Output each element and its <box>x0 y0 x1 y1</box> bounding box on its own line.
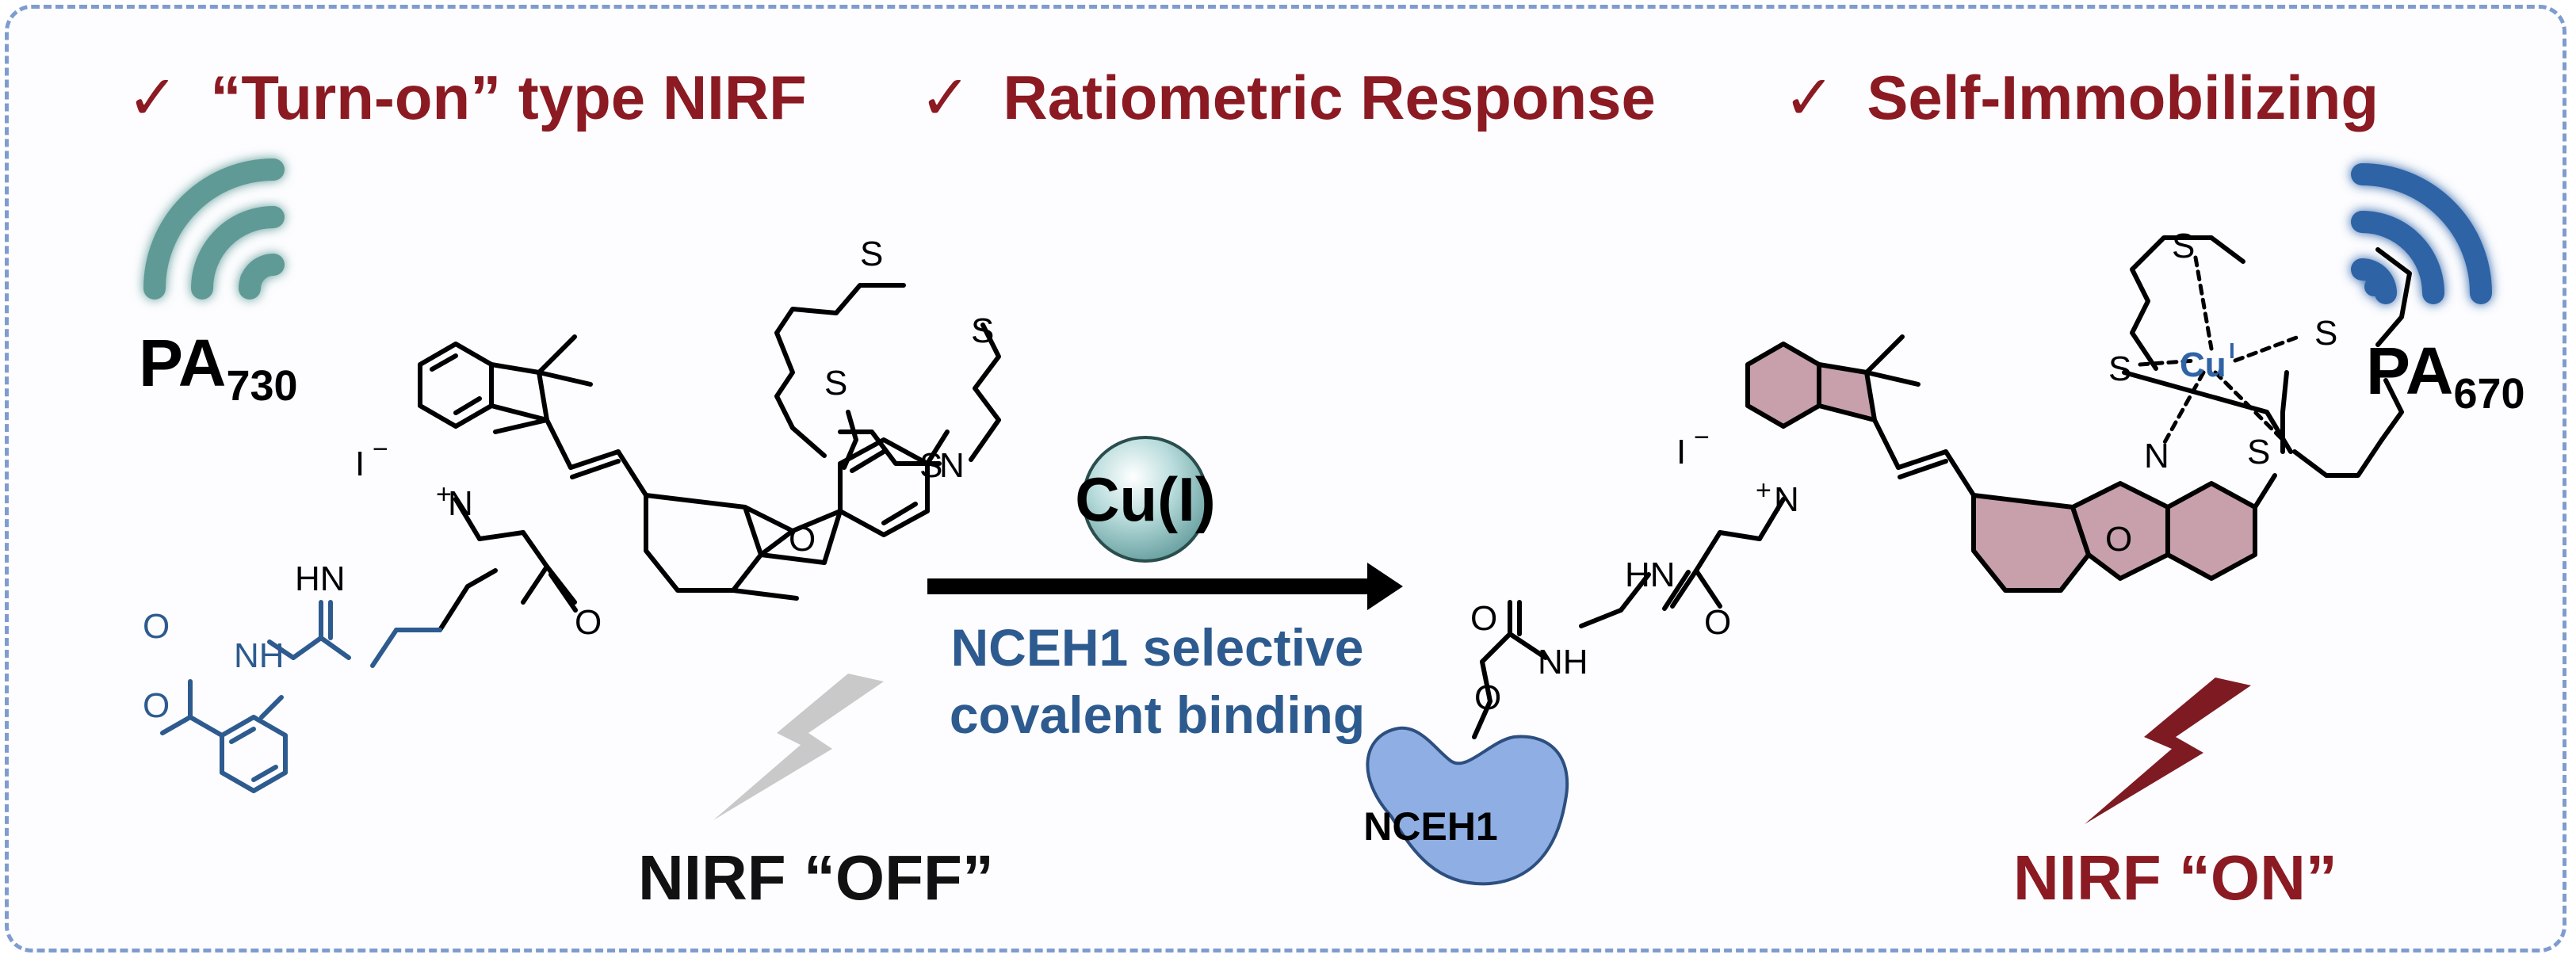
pa-670-label: PA670 <box>2366 334 2525 418</box>
iodide-label: I <box>1676 433 1686 471</box>
probe-atom-labels: I − + N O N S S S S HN O NH O O <box>143 235 994 725</box>
copper-oxidation: I <box>2229 338 2235 363</box>
iodide-label: I <box>355 445 365 483</box>
sulfur-atom: S <box>2172 227 2195 265</box>
indolium-nitrogen: N <box>1774 480 1799 519</box>
sulfur-atom: S <box>2314 314 2337 353</box>
reaction-arrow <box>927 563 1403 610</box>
lightning-on-icon <box>2085 678 2251 824</box>
indolium-nitrogen: N <box>448 484 473 523</box>
amine-nitrogen: N <box>939 446 965 485</box>
signal-icon-left <box>143 158 285 300</box>
nirf-off-label: NIRF “OFF” <box>638 842 994 913</box>
check-icon: ✓ <box>919 63 972 132</box>
check-icon: ✓ <box>127 63 179 132</box>
carbamate-oxygen: O <box>1470 599 1497 638</box>
product-atom-labels: I − + N O N S S S S Cu I HN O NH O O <box>1470 227 2337 717</box>
sulfur-atom: S <box>2247 433 2270 471</box>
sulfur-atom: S <box>860 235 883 273</box>
dashed-frame <box>5 5 2566 952</box>
feature-self-immobilizing-label: Self-Immobilizing <box>1867 63 2379 132</box>
product-molecule <box>1472 235 2412 739</box>
lightning-off-icon <box>713 674 884 820</box>
sulfur-atom: S <box>824 364 847 403</box>
carbonyl-oxygen: O <box>1704 603 1731 642</box>
signal-icon-right <box>2351 163 2492 304</box>
svg-text:+: + <box>436 479 452 510</box>
carbonyl-oxygen: O <box>575 603 602 642</box>
hn-label: HN <box>295 559 346 598</box>
ester-oxygen: O <box>1474 678 1501 717</box>
carbamate-nh: NH <box>1538 643 1588 681</box>
ester-oxygen: O <box>143 686 170 725</box>
sulfur-atom: S <box>2108 349 2131 388</box>
carbamate-oxygen: O <box>143 607 170 646</box>
sulfur-atom: S <box>919 446 942 485</box>
nceh1-label: NCEH1 <box>1363 804 1497 849</box>
nirf-on-label: NIRF “ON” <box>2013 842 2337 913</box>
feature-turn-on-label: “Turn-on” type NIRF <box>210 63 807 132</box>
xanthene-oxygen: O <box>2105 520 2132 559</box>
check-icon: ✓ <box>1783 63 1836 132</box>
feature-ratiometric-label: Ratiometric Response <box>1003 63 1656 132</box>
cu-sphere-icon <box>1082 436 1209 563</box>
sulfur-atom: S <box>971 311 994 350</box>
svg-text:+: + <box>1756 475 1771 506</box>
copper-label: Cu <box>2180 345 2226 384</box>
nceh1-enzyme-shape <box>1366 726 1569 886</box>
probe-molecule <box>160 283 1001 793</box>
arrow-label-line1: NCEH1 selective <box>951 618 1364 677</box>
feature-ratiometric: ✓ Ratiometric Response <box>919 62 1656 134</box>
pa-730-label: PA730 <box>139 326 298 410</box>
feature-self-immobilizing: ✓ Self-Immobilizing <box>1783 62 2379 134</box>
svg-text:−: − <box>373 434 388 464</box>
xanthene-oxygen: O <box>789 520 816 559</box>
amine-nitrogen: N <box>2144 437 2169 475</box>
cu-label: Cu(I) <box>1075 464 1216 534</box>
arrow-label-line2: covalent binding <box>950 685 1365 744</box>
feature-turn-on: ✓ “Turn-on” type NIRF <box>127 62 807 134</box>
svg-text:−: − <box>1694 422 1710 452</box>
carbamate-nh: NH <box>234 636 285 675</box>
hn-label: HN <box>1625 555 1676 594</box>
